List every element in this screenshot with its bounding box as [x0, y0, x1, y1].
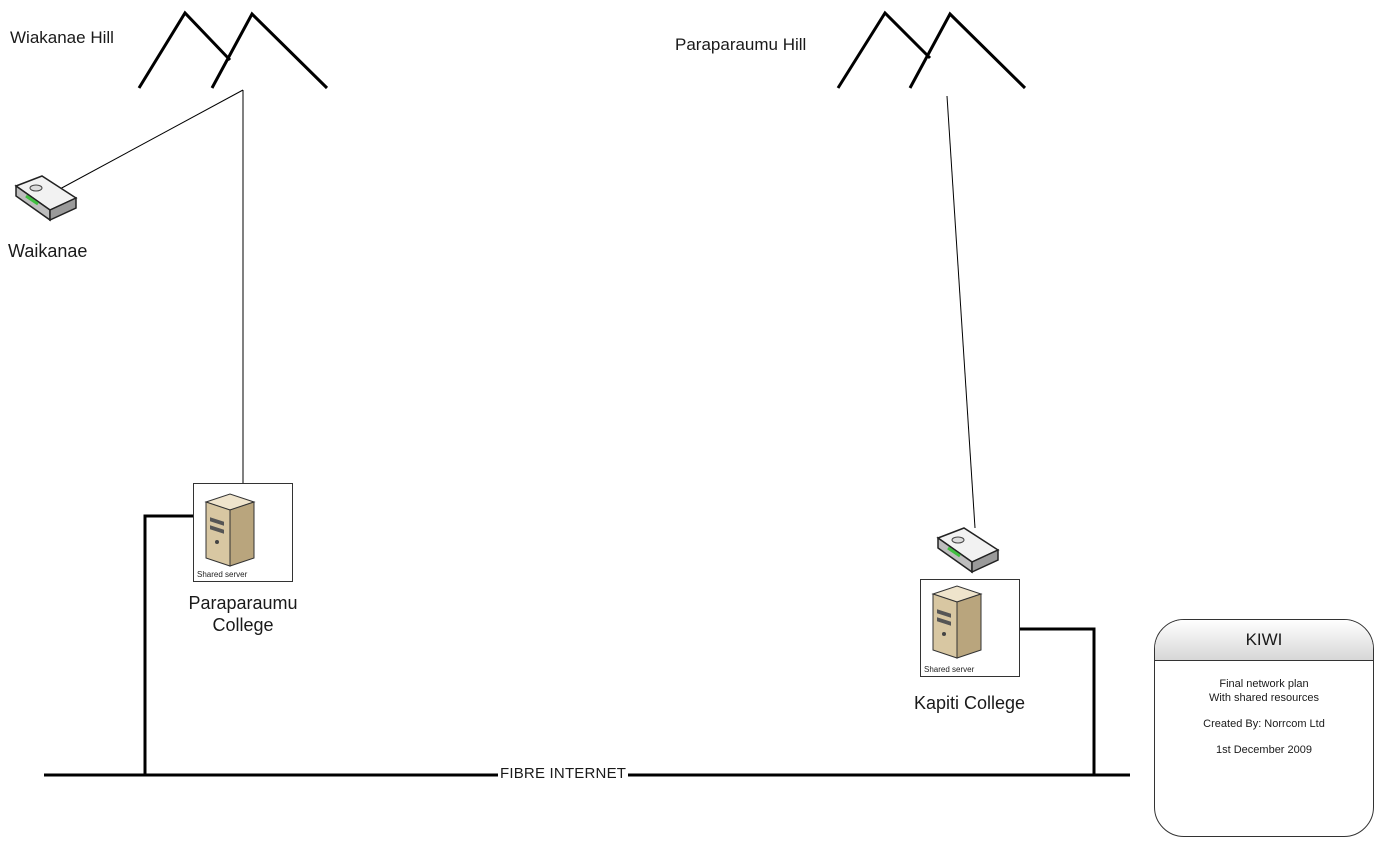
- node-label-waikanae: Waikanae: [8, 241, 88, 261]
- wireless-link-kapiti-college: [946, 95, 976, 529]
- fibre-backbone-label: FIBRE INTERNET: [498, 765, 629, 782]
- node-label-line: Paraparaumu: [188, 593, 298, 613]
- wired-link-kapiti-college: [1020, 627, 1096, 775]
- title-block-heading: KIWI: [1155, 620, 1373, 661]
- title-block-body: Final network plan With shared resources…: [1155, 661, 1373, 757]
- server-caption: Shared server: [924, 665, 975, 674]
- hill-label-wiakanae: Wiakanae Hill: [10, 28, 114, 47]
- mountain-icon: [137, 10, 329, 90]
- title-block: KIWI Final network plan With shared reso…: [1154, 619, 1374, 837]
- title-block-date: 1st December 2009: [1216, 744, 1312, 756]
- server-caption: Shared server: [197, 570, 248, 579]
- server-tower-icon: [204, 493, 256, 567]
- server-tower-icon: [931, 585, 983, 659]
- server-box-kapiti-college: Shared server: [920, 579, 1020, 677]
- wired-link-paraparaumu-college: [143, 514, 193, 775]
- mountain-icon: [836, 10, 1027, 90]
- wireless-link-waikanae: [57, 89, 244, 191]
- wireless-router-icon: [936, 527, 1000, 574]
- title-block-author: Created By: Norrcom Ltd: [1203, 718, 1325, 730]
- server-box-paraparaumu-college: Shared server: [193, 483, 293, 582]
- node-label-line: College: [212, 615, 274, 635]
- node-label-kapiti-college: Kapiti College: [914, 693, 1026, 713]
- title-block-line: With shared resources: [1208, 692, 1320, 704]
- title-block-line: Final network plan: [1219, 678, 1309, 690]
- node-label-paraparaumu-college: Paraparaumu College: [176, 592, 310, 636]
- wireless-router-icon: [14, 175, 78, 222]
- hill-label-paraparaumu: Paraparaumu Hill: [675, 35, 807, 54]
